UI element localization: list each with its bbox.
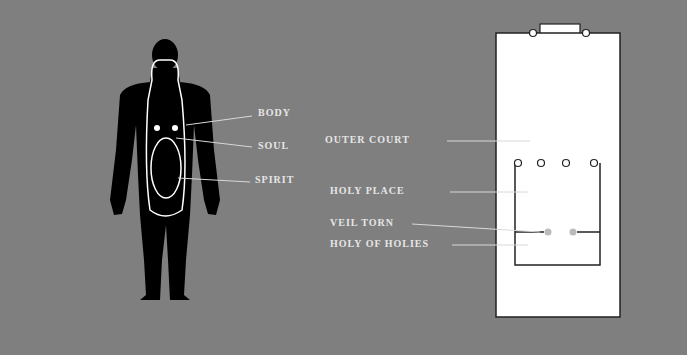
outer-court-plan	[496, 33, 620, 317]
head	[152, 39, 178, 71]
outer-court-label: OUTER COURT	[325, 134, 410, 146]
light-dot	[154, 125, 160, 131]
pillar	[563, 160, 570, 167]
light-dot	[172, 125, 178, 131]
holy-of-holies-label: HOLY OF HOLIES	[330, 238, 429, 250]
veil-end	[545, 229, 552, 236]
soul-label: SOUL	[258, 140, 289, 152]
leader-line	[452, 245, 528, 246]
leader-line	[176, 138, 252, 147]
spirit-label: SPIRIT	[255, 174, 294, 186]
body-silhouette	[110, 68, 220, 300]
veil-end	[570, 229, 577, 236]
pillar	[538, 160, 545, 167]
leader-line	[447, 141, 530, 142]
body-label: BODY	[258, 107, 291, 119]
spirit-outline	[151, 138, 181, 198]
veil-line	[577, 231, 600, 233]
leader-line	[178, 178, 250, 182]
pillar	[583, 30, 590, 37]
sanctuary-walls	[515, 163, 600, 265]
leader-line	[412, 224, 540, 232]
pillar	[591, 160, 598, 167]
veil-label: VEIL TORN	[330, 217, 394, 229]
pillar	[515, 160, 522, 167]
leader-line	[450, 192, 528, 193]
holy-place-label: HOLY PLACE	[330, 185, 405, 197]
pillar	[530, 30, 537, 37]
leader-line	[186, 116, 252, 125]
